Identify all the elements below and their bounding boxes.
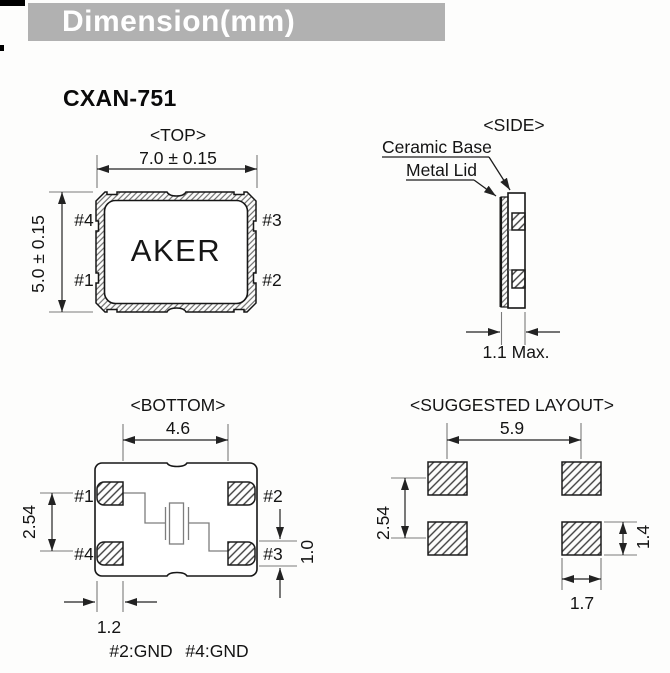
pin-label-4: #4 [74, 544, 94, 564]
section-title: Dimension(mm) [62, 5, 296, 38]
pad-pitch-dim-text: 2.54 [19, 505, 39, 539]
metal-lid-label: Metal Lid [406, 160, 477, 180]
crystal-element [168, 502, 185, 545]
bottom-pad-2 [227, 481, 256, 506]
layout-pad-bottom-right [561, 521, 602, 556]
top-view: <TOP> 7.0 ± 0.15 5.0 ± 0.15 AKER #4 #1 #… [28, 125, 282, 313]
bottom-pad-3 [227, 541, 256, 566]
bottom-pad-4 [96, 541, 124, 566]
layout-view-title: <SUGGESTED LAYOUT> [410, 395, 614, 415]
pad-height-dim-text: 1.0 [297, 540, 317, 565]
ceramic-base-body [507, 192, 526, 309]
crystal-wire-left [123, 492, 165, 524]
bottom-pad-1 [96, 481, 124, 506]
layout-pad-bottom-left [427, 521, 468, 556]
side-castellation-pad [511, 269, 526, 289]
pin-label-2: #2 [263, 486, 282, 506]
side-castellation-pad [511, 212, 526, 231]
ceramic-leader-arrow [488, 156, 511, 191]
gnd-note-left: #2:GND [109, 641, 172, 661]
layout-view: <SUGGESTED LAYOUT> 5.9 2.54 1.4 1.7 [373, 395, 653, 613]
top-height-dim-text: 5.0 ± 0.15 [28, 215, 48, 293]
pin-label-1: #1 [74, 270, 93, 290]
lid-leader-arrow [473, 179, 497, 197]
layout-span-dim-text: 5.9 [500, 418, 524, 438]
layout-pad-top-left [427, 461, 468, 496]
bottom-view: <BOTTOM> 4.6 #1 #2 #4 #3 2.54 [19, 395, 317, 661]
edge-black-mark [0, 45, 4, 51]
pin-label-3: #3 [262, 210, 281, 230]
metal-lid-layer [499, 197, 503, 307]
pin-label-2: #2 [262, 270, 281, 290]
pad-span-dim-text: 4.6 [166, 418, 190, 438]
gnd-note-right: #4:GND [185, 641, 248, 661]
side-view: <SIDE> Ceramic Base Metal Lid 1.1 Max. [382, 115, 560, 362]
thickness-dim-text: 1.1 Max. [482, 342, 549, 362]
layout-pitch-dim-text: 2.54 [373, 506, 393, 540]
top-width-dim-text: 7.0 ± 0.15 [139, 148, 217, 168]
part-number: CXAN-751 [63, 85, 177, 111]
bottom-view-title: <BOTTOM> [131, 395, 226, 415]
corner-black-tab [0, 0, 25, 6]
top-package-face [103, 199, 249, 305]
crystal-wire-right [188, 522, 228, 552]
pad-inset-dim-text: 1.2 [97, 617, 121, 637]
pin-label-1: #1 [74, 486, 93, 506]
side-view-title: <SIDE> [483, 115, 544, 135]
top-view-title: <TOP> [150, 125, 206, 145]
brand-mark: AKER [131, 233, 221, 268]
layout-pad-top-right [561, 461, 602, 496]
layout-pad-height-dim-text: 1.4 [633, 525, 653, 550]
section-header-bar: Dimension(mm) [28, 3, 445, 41]
layout-pad-width-dim-text: 1.7 [570, 593, 594, 613]
ceramic-base-label: Ceramic Base [382, 137, 492, 157]
pin-label-4: #4 [74, 210, 94, 230]
pin-label-3: #3 [263, 544, 282, 564]
